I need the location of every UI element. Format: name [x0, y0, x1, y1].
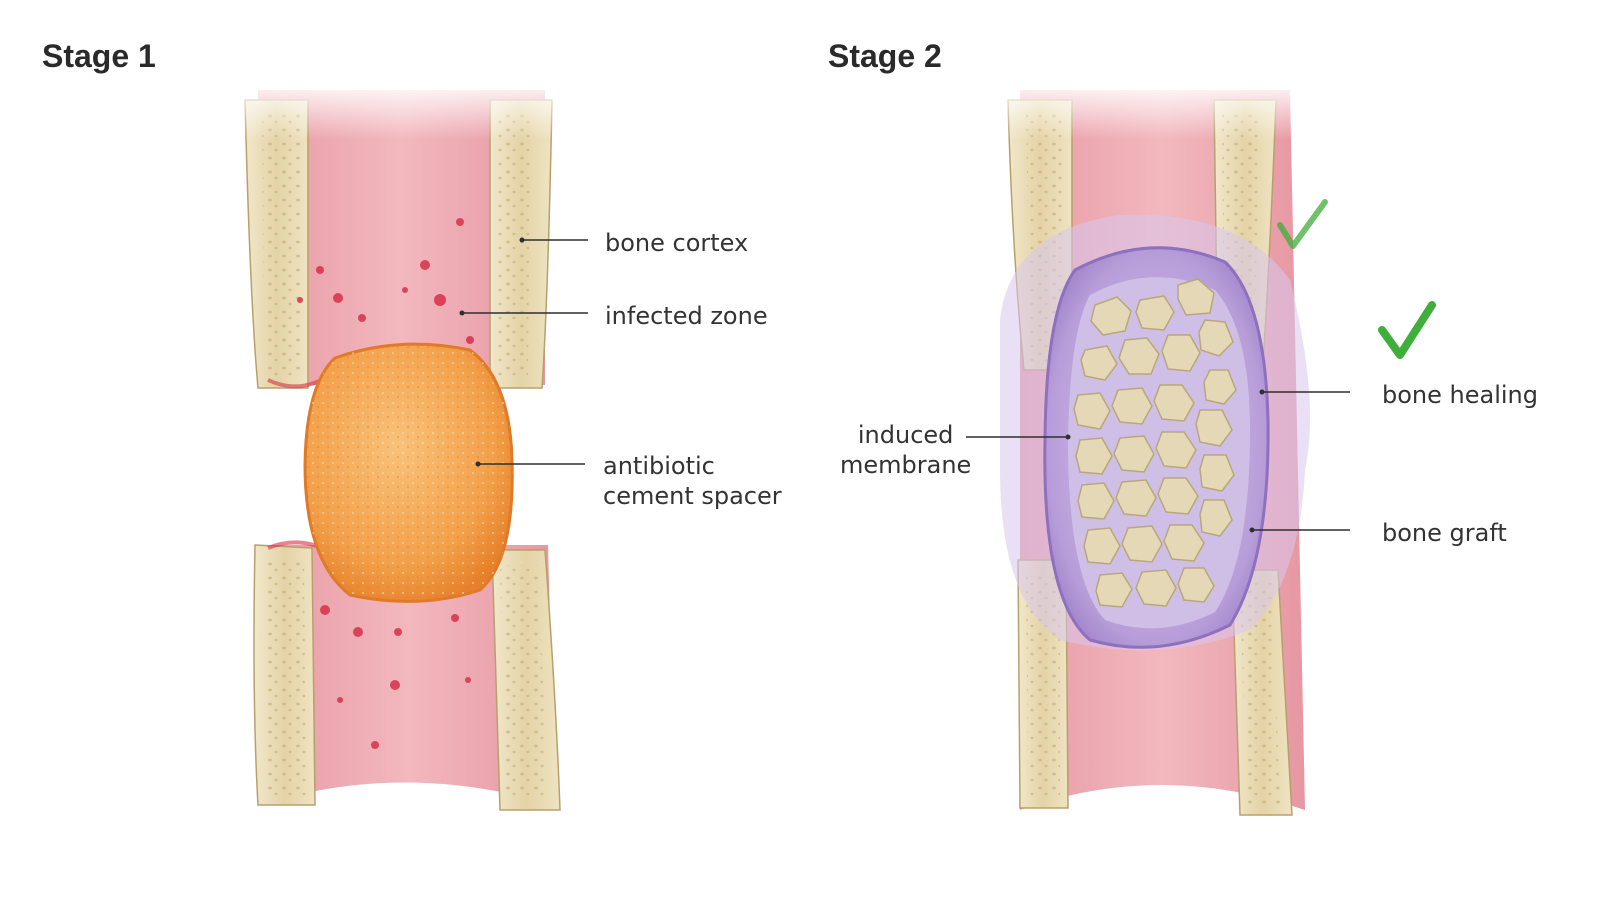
leader-dot — [1065, 434, 1071, 440]
stage1-top-fade — [230, 80, 570, 140]
leader-dot — [475, 461, 481, 467]
spacer-texture — [305, 344, 513, 602]
bone-graft-chips — [1073, 278, 1237, 608]
leader-dot — [519, 237, 525, 243]
label-bone-graft: bone graft — [1382, 519, 1507, 547]
stage1-cortex-pores — [496, 110, 530, 380]
stage1-lower-marrow — [262, 545, 555, 805]
stage1-cortex-pores — [266, 560, 306, 795]
label-induced-membrane: induced membrane — [840, 420, 971, 480]
label-bone-cortex: bone cortex — [605, 229, 749, 257]
stage1-title: Stage 1 — [42, 38, 156, 74]
stage2-bone — [990, 80, 1330, 816]
label-membrane-line1: induced — [857, 421, 954, 449]
stage1-bone — [230, 80, 570, 811]
checkmark-icon — [1277, 199, 1328, 249]
stage1-cortex-pores — [262, 110, 300, 380]
label-spacer-line2: cement spacer — [603, 482, 782, 510]
stage2-cortex-pores — [1240, 582, 1280, 805]
stage1-cortex-pores — [500, 565, 548, 800]
stage2-title: Stage 2 — [828, 38, 942, 74]
label-bone-healing: bone healing — [1382, 381, 1538, 409]
leader-dot — [459, 310, 465, 316]
checkmark-icon — [1378, 301, 1436, 359]
label-infected-zone: infected zone — [605, 302, 768, 330]
leader-dot — [1259, 389, 1265, 395]
label-spacer-line1: antibiotic — [603, 452, 715, 480]
infection-dots — [297, 218, 474, 749]
label-membrane-line2: membrane — [840, 451, 972, 479]
label-antibiotic-cement-spacer: antibiotic cement spacer — [603, 451, 782, 511]
stage2-top-fade — [990, 80, 1330, 140]
stage1-upper-marrow — [258, 90, 545, 385]
leader-dot — [1249, 527, 1255, 533]
